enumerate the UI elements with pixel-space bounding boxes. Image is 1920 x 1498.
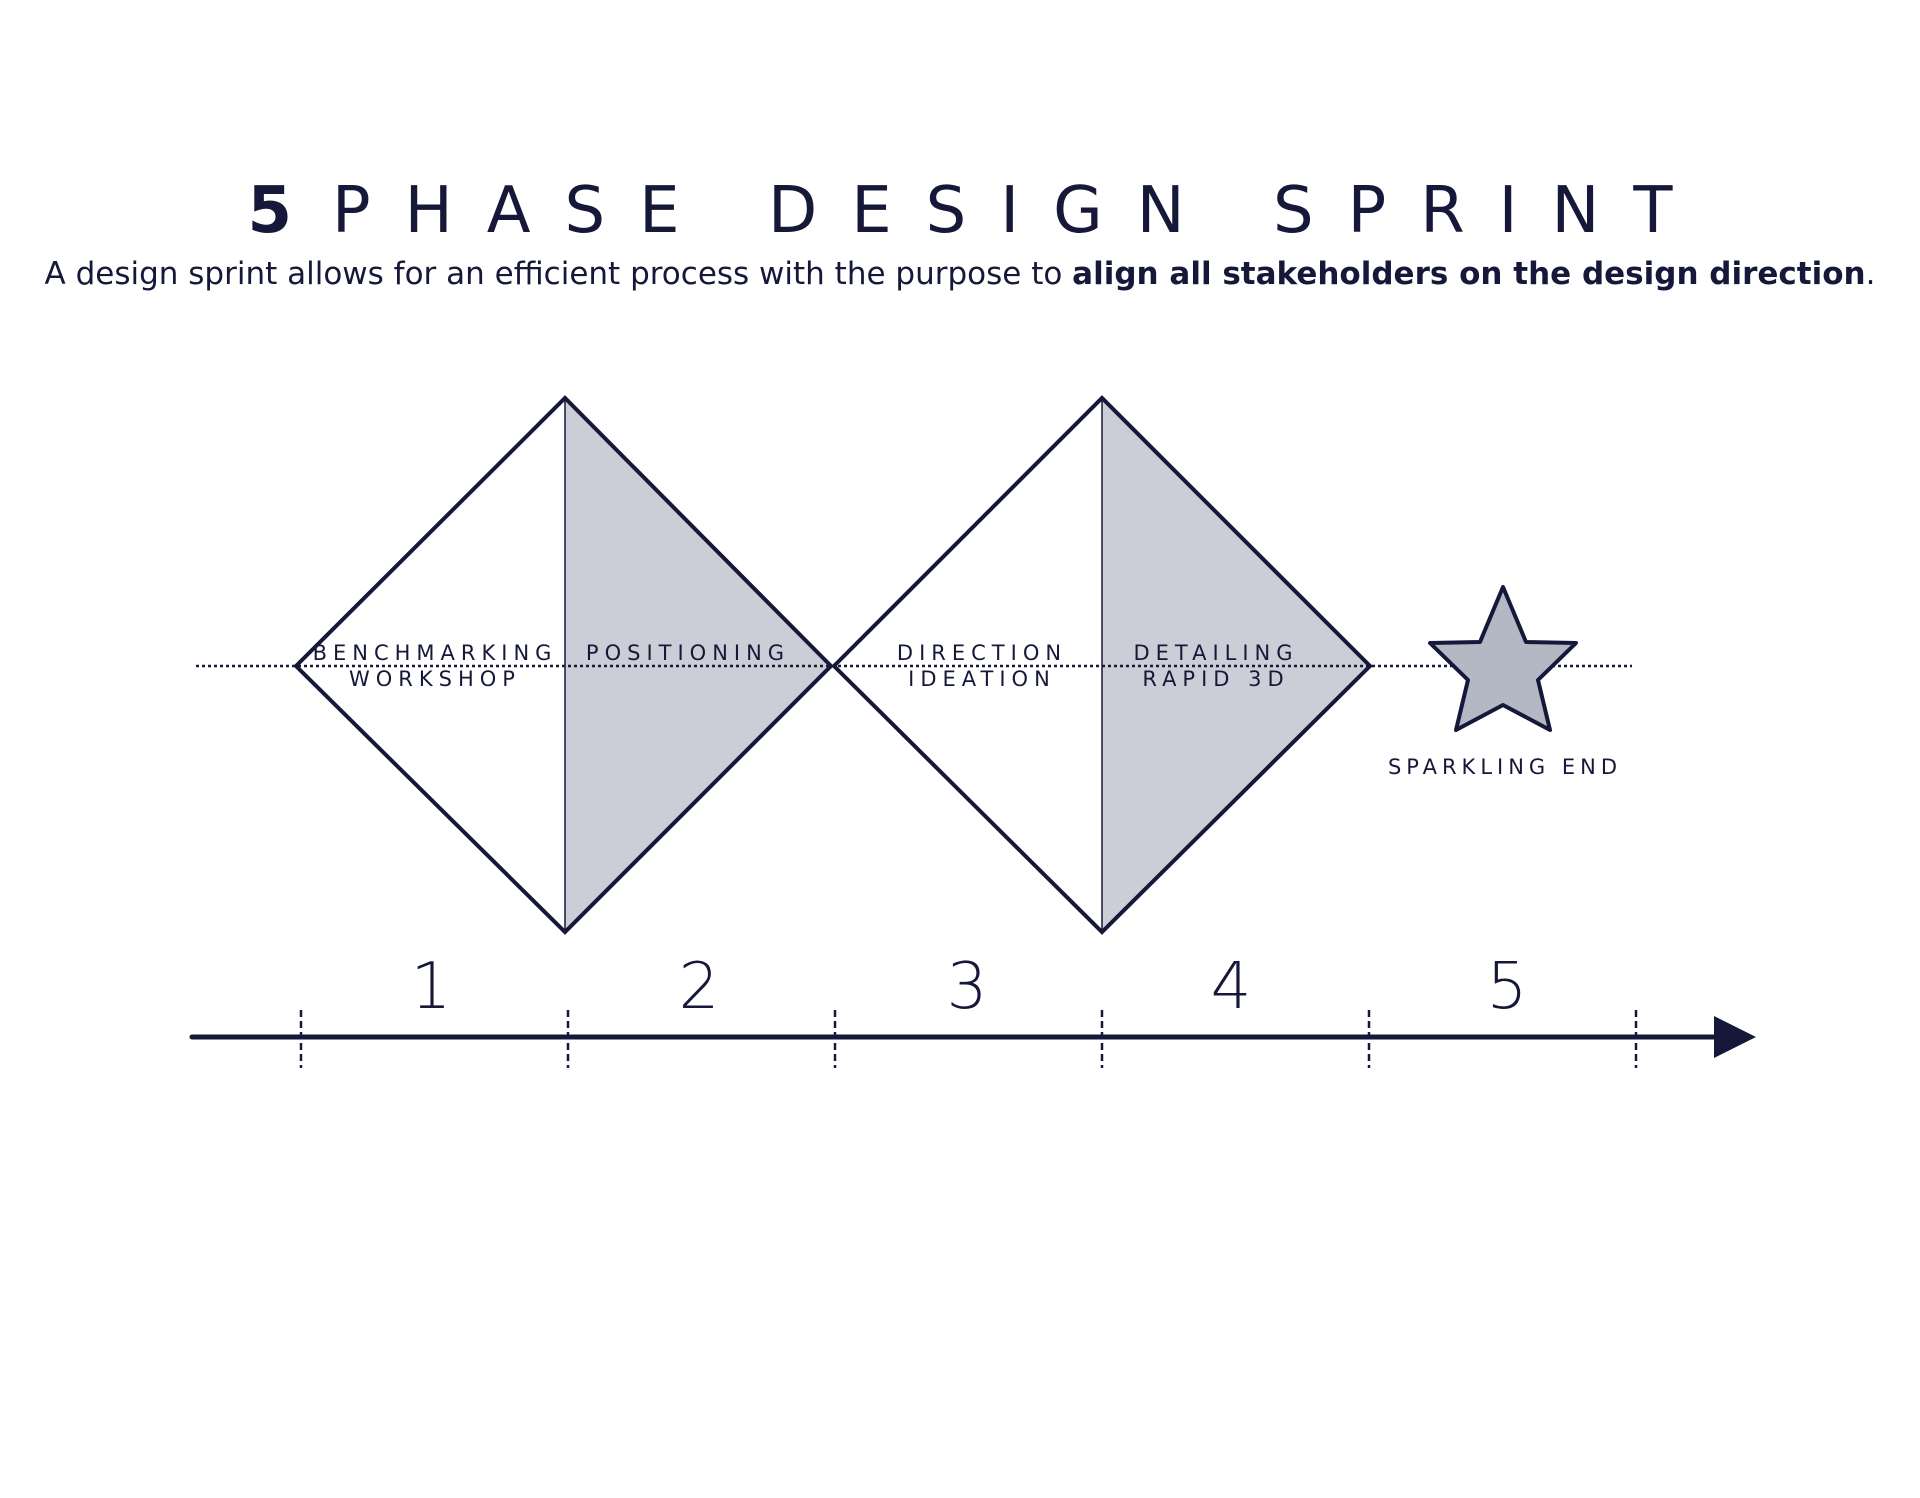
timeline-arrowhead-icon — [1714, 1016, 1756, 1058]
phase-3-label-line1: DIRECTION — [897, 641, 1067, 665]
page-subtitle: A design sprint allows for an efficient … — [0, 252, 1920, 296]
title-number: 5 — [247, 174, 293, 248]
subtitle-bold: align all stakeholders on the design dir… — [1072, 256, 1866, 292]
diamond-2 — [831, 395, 1373, 935]
timeline-number-5: 5 — [1487, 950, 1528, 1024]
phase-1-label-line1: BENCHMARKING — [313, 641, 558, 665]
subtitle-end: . — [1865, 256, 1876, 292]
phase-3-label-line2: IDEATION — [908, 667, 1056, 691]
timeline-number-2: 2 — [679, 950, 720, 1024]
diamond-1 — [293, 395, 834, 935]
timeline-number-3: 3 — [947, 950, 988, 1024]
page-title: 5 PHASE DESIGN SPRINT — [0, 170, 1920, 252]
timeline-number-4: 4 — [1211, 950, 1252, 1024]
phase-4-label-line2: RAPID 3D — [1142, 667, 1289, 691]
timeline-number-1: 1 — [411, 950, 452, 1024]
phase-2-label-line1: POSITIONING — [586, 641, 790, 665]
phase-4-label-line1: DETAILING — [1133, 641, 1298, 665]
phase-1-label-line2: WORKSHOP — [349, 667, 521, 691]
diamond-1-shaded-half — [565, 398, 831, 932]
sparkling-end-label: SPARKLING END — [1388, 755, 1622, 779]
title-text: PHASE DESIGN SPRINT — [332, 174, 1707, 248]
star-icon — [1428, 585, 1578, 732]
subtitle-regular: A design sprint allows for an efficient … — [44, 256, 1073, 292]
